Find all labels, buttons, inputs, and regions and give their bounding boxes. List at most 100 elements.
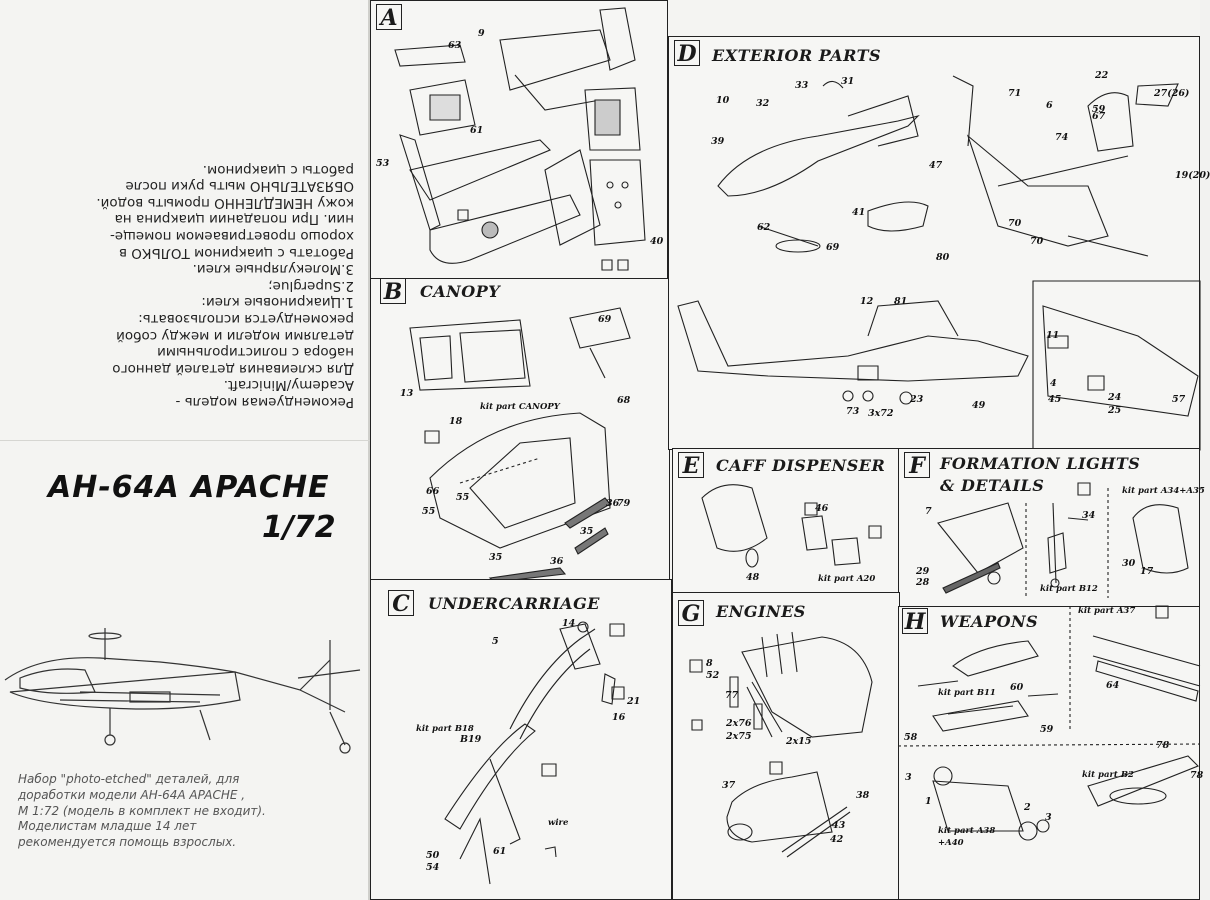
part-number: 45 [1048, 394, 1062, 405]
panel-e-drawing [672, 448, 900, 594]
part-number: 77 [725, 690, 739, 701]
kit-part-label: kit part A34+A35 [1122, 486, 1205, 496]
part-number: 41 [852, 207, 866, 218]
part-number: 48 [746, 572, 760, 583]
part-number: 74 [1055, 132, 1069, 143]
part-number: 1 [925, 796, 932, 807]
part-number: 23 [910, 394, 924, 405]
part-number: 34 [1082, 510, 1096, 521]
part-number: 49 [972, 400, 986, 411]
kit-part-label: kit part B12 [1040, 584, 1098, 594]
panel-d-letter: D [674, 40, 700, 67]
kit-part-label: kit part B2 [1082, 770, 1134, 780]
panel-a-letter: A [376, 4, 402, 31]
ru-line: Для склеивания деталей данного [112, 360, 354, 377]
panel-a-drawing [370, 0, 668, 279]
part-number: 16 [612, 712, 626, 723]
part-number: 43 [832, 820, 846, 831]
kit-part-label: +A40 [938, 838, 964, 848]
panel-e-title: CAFF DISPENSER [716, 456, 886, 475]
apache-side-view-illustration [4, 628, 361, 754]
part-number: 70 [1030, 236, 1044, 247]
panel-b-title: CANOPY [420, 282, 501, 301]
panel-d-drawing [668, 36, 1200, 450]
kit-part-label: kit part B11 [938, 688, 996, 698]
part-number: 12 [860, 296, 874, 307]
part-number: 78 [1190, 770, 1204, 781]
part-number: 55 [422, 506, 436, 517]
ru-line: Academy/Minicraft. [223, 377, 354, 394]
kit-scale: 1/72 [262, 510, 336, 545]
part-number: 58 [904, 732, 918, 743]
part-number: 36 [606, 498, 620, 509]
part-number: 78 [1156, 740, 1170, 751]
part-number: 70 [1008, 218, 1022, 229]
panel-g-letter: G [678, 600, 704, 627]
part-number: 59 [1040, 724, 1054, 735]
part-number: 54 [426, 862, 440, 873]
part-number: 66 [426, 486, 440, 497]
panel-f-letter: F [904, 452, 930, 479]
ru-line: ОБЯЗАТЕЛЬНО мыть руки после [125, 178, 354, 195]
wire-label: wire [548, 818, 569, 828]
part-number: 8 [706, 658, 713, 669]
panel-a [370, 0, 668, 279]
part-number: 67 [1092, 111, 1106, 122]
panel-e [672, 448, 900, 594]
part-number: 46 [815, 503, 829, 514]
kit-part-label: kit part A37 [1078, 606, 1136, 616]
part-number: 9 [478, 28, 485, 39]
part-number: 19(20) [1175, 170, 1210, 181]
ru-line: 2.Superglue; [268, 277, 354, 294]
kit-part-label: kit part B18 [416, 724, 474, 734]
ru-line: рекомендуется использовать: [138, 311, 354, 328]
part-number: 55 [456, 492, 470, 503]
part-number: 17 [1140, 566, 1154, 577]
panel-c-title: UNDERCARRIAGE [428, 594, 600, 613]
part-number: 5 [492, 636, 499, 647]
part-number: 14 [562, 618, 576, 629]
part-number: 38 [856, 790, 870, 801]
part-number: 2x75 [726, 731, 752, 742]
kit-part-label: kit part A38 [938, 826, 996, 836]
part-number: 3x72 [868, 408, 894, 419]
desc-line: Моделистам младше 14 лет [18, 819, 197, 834]
part-number: 61 [493, 846, 507, 857]
part-number: 21 [627, 696, 641, 707]
part-number: 71 [1008, 88, 1022, 99]
part-number: 32 [756, 98, 770, 109]
part-number: 2 [1024, 802, 1031, 813]
ru-line: 3.Молекулярные клеи. [192, 261, 354, 278]
part-number: 3 [905, 772, 912, 783]
part-number: 69 [598, 314, 612, 325]
panel-f-title-line2: & DETAILS [940, 476, 1045, 495]
part-number: 18 [449, 416, 463, 427]
panel-h-title: WEAPONS [940, 612, 1039, 631]
kit-description: Набор "photo-etched" деталей, для дорабо… [18, 772, 358, 851]
part-number: 30 [1122, 558, 1136, 569]
fold-line-horizontal [0, 440, 370, 441]
panel-h [898, 606, 1200, 900]
part-number: 80 [936, 252, 950, 263]
kit-title: AH-64A APACHE [48, 470, 330, 505]
part-number: 79 [617, 498, 631, 509]
part-number: 61 [470, 125, 484, 136]
part-number: 64 [1106, 680, 1120, 691]
ru-line: нии. При попадании циакрина на [114, 211, 354, 228]
desc-line: доработки модели АН-64А APACHE , [18, 787, 246, 802]
part-number: 22 [1095, 70, 1109, 81]
panel-f-drawing [898, 448, 1200, 608]
panel-g-title: ENGINES [716, 602, 806, 621]
part-number: 52 [706, 670, 720, 681]
panel-b [370, 278, 670, 580]
part-number: 3 [1045, 812, 1052, 823]
part-number: 68 [617, 395, 631, 406]
part-number: 4 [1050, 378, 1057, 389]
panel-h-drawing [898, 606, 1200, 900]
part-number: 40 [650, 236, 664, 247]
part-number: 6 [1046, 100, 1053, 111]
desc-line: Набор "photo-etched" деталей, для [18, 772, 240, 786]
part-number: 25 [1108, 405, 1122, 416]
part-number: 2x76 [726, 718, 752, 729]
ru-line: деталями модели и между собой [116, 327, 354, 344]
